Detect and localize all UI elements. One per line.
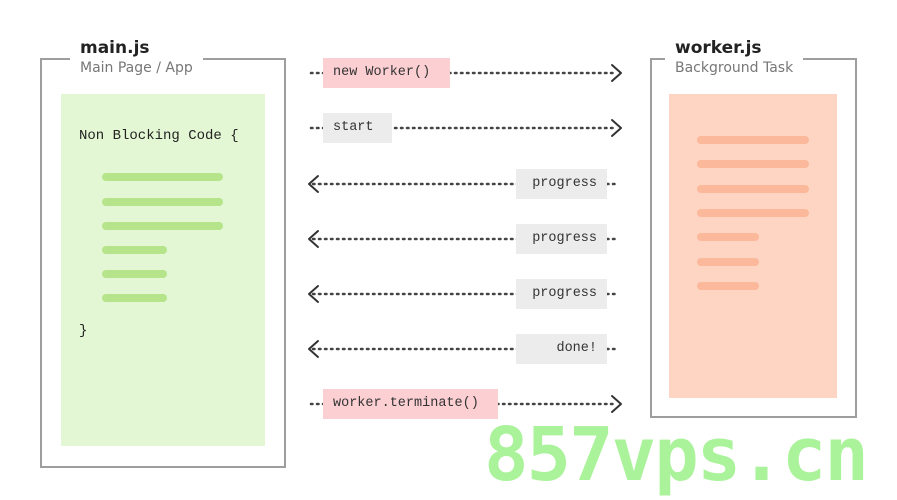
code-line-bar: [102, 222, 223, 230]
arrowhead-left-icon: [308, 285, 319, 303]
arrowhead-left-icon: [308, 175, 319, 193]
main-thread-header: main.js Main Page / App: [70, 38, 203, 78]
main-code-panel: Non Blocking Code { }: [61, 94, 265, 446]
arrowhead-left-icon: [308, 230, 319, 248]
arrowhead-right-icon: [611, 119, 622, 137]
code-close-line: }: [79, 323, 88, 339]
code-line-bar: [102, 294, 167, 302]
task-line-bar: [697, 258, 759, 266]
task-line-bar: [697, 282, 759, 290]
arrowhead-right-icon: [611, 64, 622, 82]
arrowhead-right-icon: [611, 395, 622, 413]
code-line-bar: [102, 173, 223, 181]
task-line-bar: [697, 185, 809, 193]
task-line-bar: [697, 136, 809, 144]
task-line-bar: [697, 233, 759, 241]
task-line-bar: [697, 209, 809, 217]
main-thread-title: main.js: [80, 38, 150, 58]
arrowhead-left-icon: [308, 340, 319, 358]
code-line-bar: [102, 270, 167, 278]
watermark-text: 857vps.cn: [484, 412, 869, 498]
message-progress: progress: [516, 279, 607, 309]
code-line-bar: [102, 246, 167, 254]
message-worker-terminate: worker.terminate(): [323, 389, 498, 419]
worker-task-panel: [669, 94, 837, 398]
worker-thread-subtitle: Background Task: [675, 60, 794, 76]
worker-thread-header: worker.js Background Task: [665, 38, 804, 78]
task-line-bar: [697, 160, 809, 168]
code-open-line: Non Blocking Code {: [79, 128, 239, 144]
main-thread-subtitle: Main Page / App: [80, 60, 193, 76]
message-start: start: [323, 113, 392, 143]
worker-thread-title: worker.js: [675, 38, 762, 58]
message-progress: progress: [516, 224, 607, 254]
code-line-bar: [102, 198, 223, 206]
message-done: done!: [516, 334, 607, 364]
message-progress: progress: [516, 169, 607, 199]
message-new-worker: new Worker(): [323, 58, 450, 88]
